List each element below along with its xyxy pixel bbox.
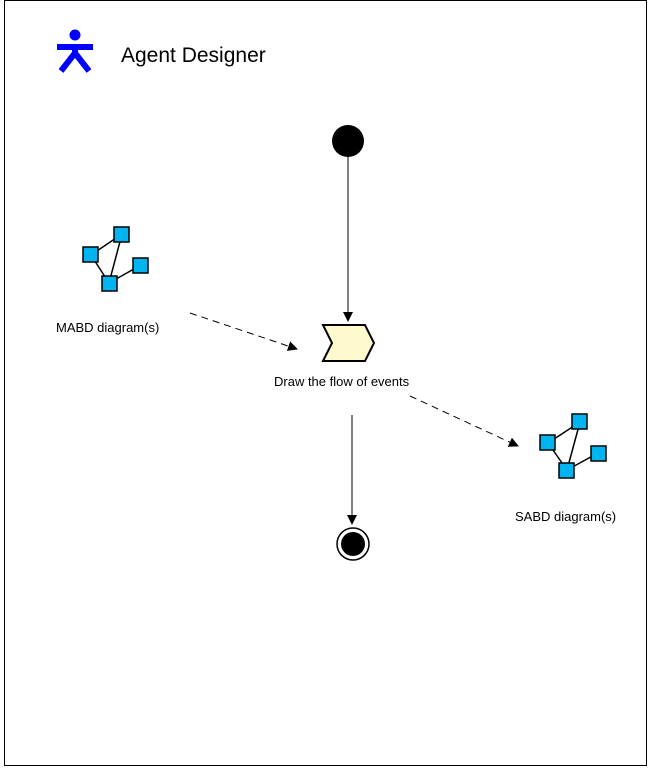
output-label-sabd: SABD diagram(s) <box>515 509 617 524</box>
final-node-icon <box>336 527 370 561</box>
network-diagram-icon <box>539 413 607 479</box>
output-flow-sabd <box>409 395 519 447</box>
network-diagram-icon <box>82 226 149 292</box>
activity-chevron-icon <box>321 324 376 362</box>
input-flow-mabd <box>189 312 298 351</box>
activity-label: Draw the flow of events <box>274 374 410 389</box>
diagram-canvas <box>4 0 647 766</box>
actor-icon <box>57 29 93 73</box>
role-title: Agent Designer <box>121 44 266 67</box>
initial-node-icon <box>332 125 364 157</box>
input-label-mabd: MABD diagram(s) <box>56 320 160 335</box>
